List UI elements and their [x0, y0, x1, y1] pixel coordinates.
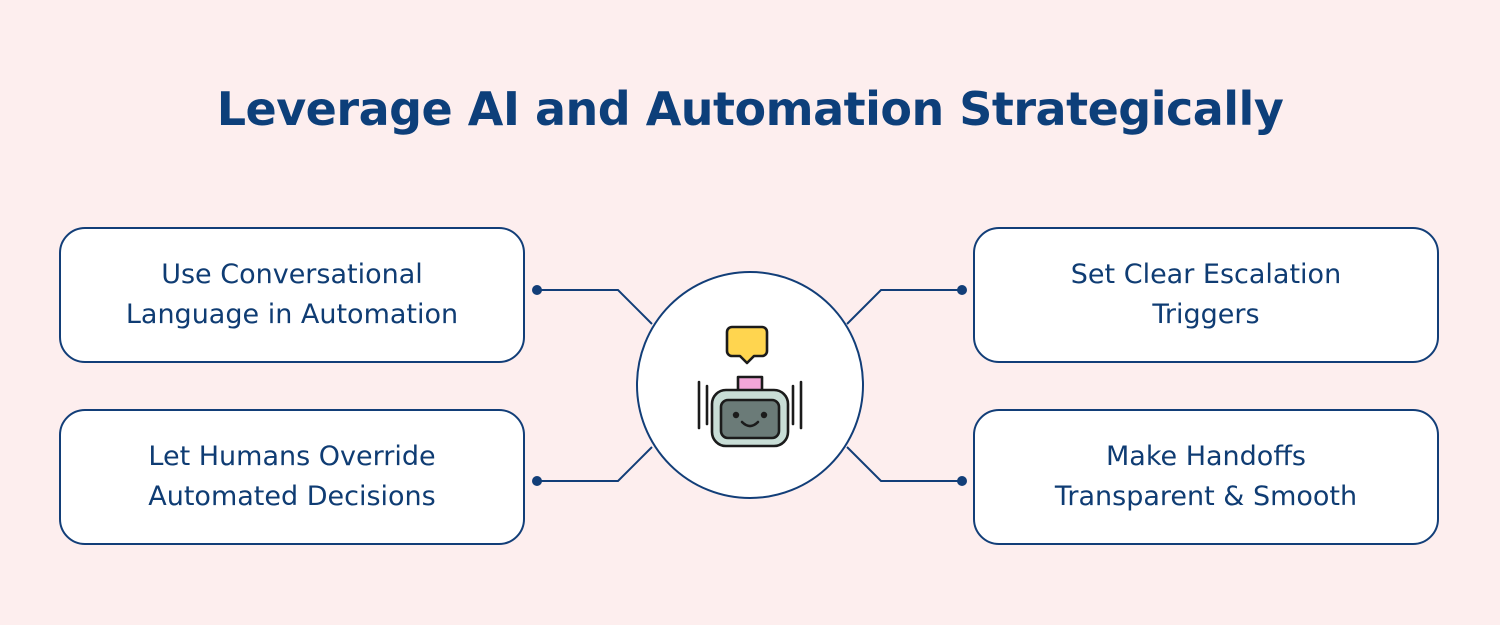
- item-card-handoffs: Make Handoffs Transparent & Smooth: [973, 409, 1439, 545]
- connector-dot-top-right: [957, 285, 967, 295]
- connector-dot-bottom-right: [957, 476, 967, 486]
- item-card-humans-override: Let Humans Override Automated Decisions: [59, 409, 525, 545]
- connector-top-right: [846, 289, 962, 325]
- item-label: Let Humans Override Automated Decisions: [148, 441, 436, 512]
- item-label: Make Handoffs Transparent & Smooth: [1054, 441, 1358, 512]
- connector-bottom-left: [537, 446, 653, 482]
- item-label: Use Conversational Language in Automatio…: [125, 259, 459, 330]
- item-card-escalation-triggers: Set Clear Escalation Triggers: [973, 227, 1439, 363]
- connector-dot-bottom-left: [532, 476, 542, 486]
- center-hub: [636, 271, 864, 499]
- page-title: Leverage AI and Automation Strategically: [216, 82, 1284, 136]
- connector-dot-top-left: [532, 285, 542, 295]
- item-label: Set Clear Escalation Triggers: [1070, 259, 1342, 330]
- connector-top-left: [537, 289, 653, 325]
- robot-icon: [697, 325, 803, 448]
- item-card-conversational-language: Use Conversational Language in Automatio…: [59, 227, 525, 363]
- connector-bottom-right: [846, 446, 962, 482]
